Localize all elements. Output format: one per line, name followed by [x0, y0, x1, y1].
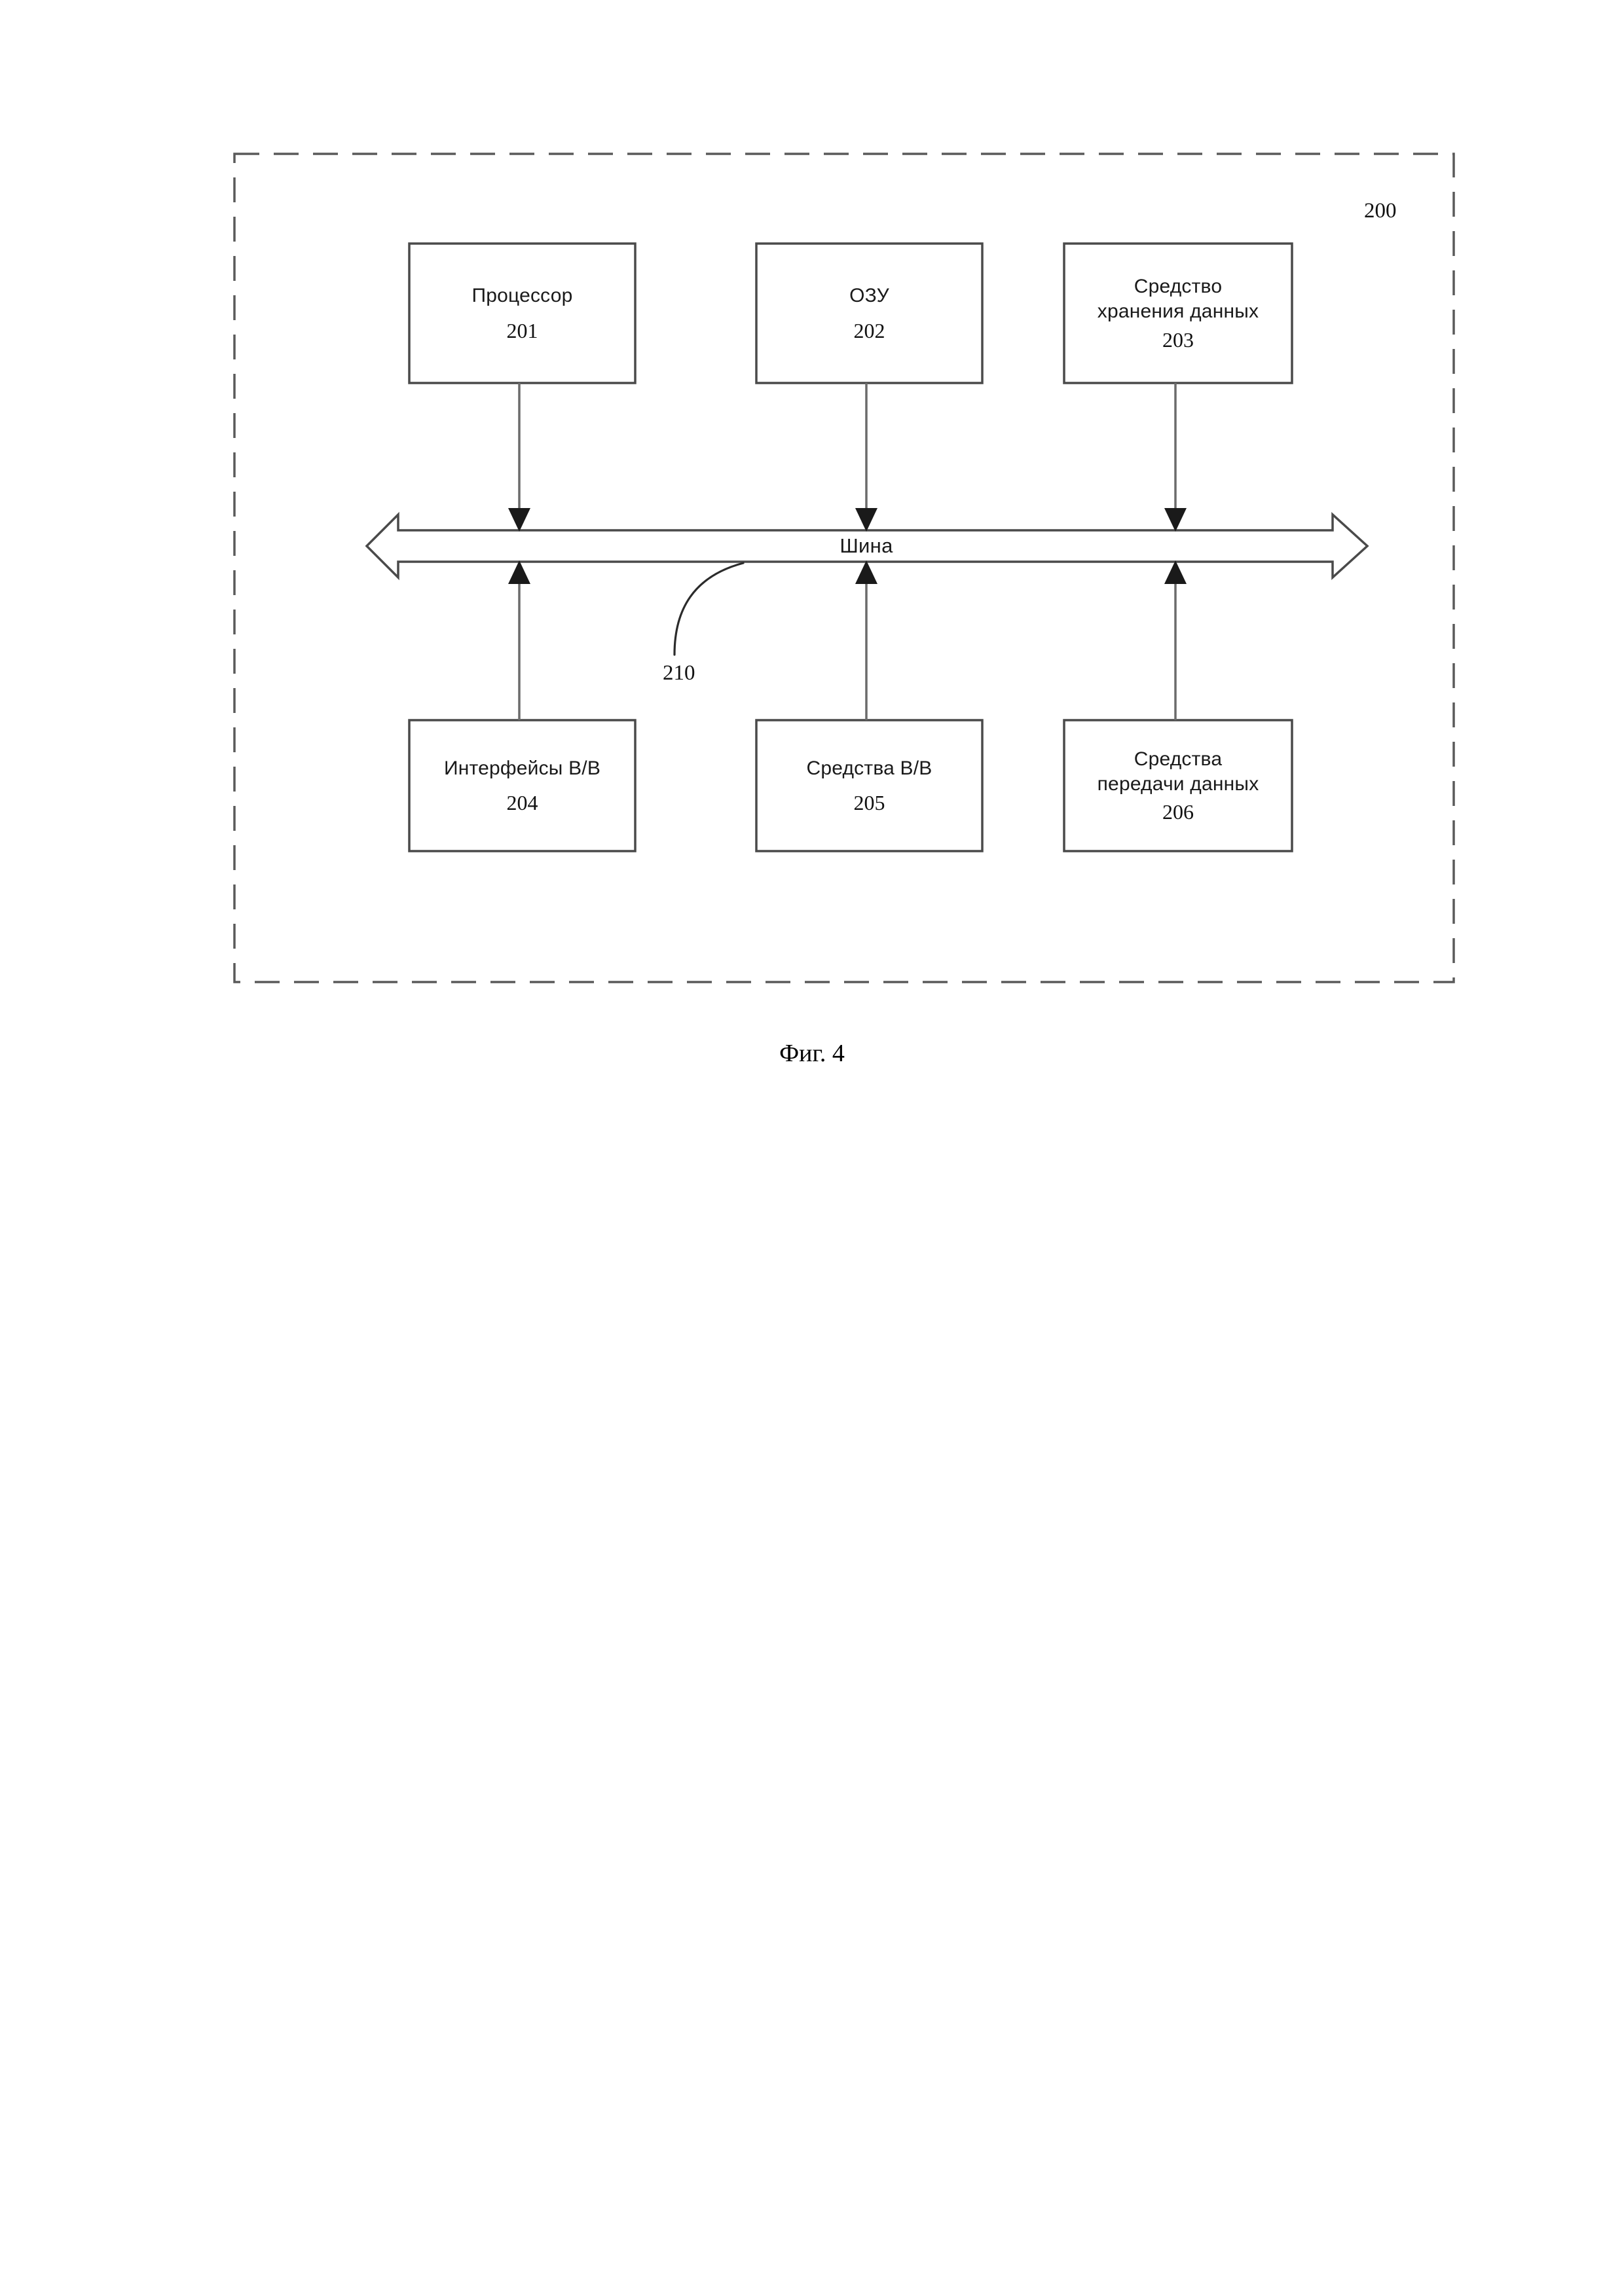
node-label-data-storage: Средство хранения данных [1097, 276, 1259, 322]
node-label-processor: Процессор [471, 285, 573, 307]
node-ref-io-interfaces: 204 [506, 791, 538, 815]
figure-caption: Фиг. 4 [779, 1040, 845, 1067]
system-ref-label: 200 [1364, 199, 1397, 223]
node-data-transfer: Средства передачи данных 206 [1064, 720, 1292, 851]
arrowhead-down-processor [508, 508, 530, 532]
arrowhead-up-data-transfer [1164, 560, 1187, 584]
node-ref-data-storage: 203 [1162, 327, 1194, 352]
arrowhead-up-io-means [855, 560, 877, 584]
node-ref-processor: 201 [506, 318, 538, 342]
node-rect-processor [408, 242, 637, 384]
system-boundary-dashed-rect [233, 153, 1455, 983]
node-label-io-interfaces: Интерфейсы В/В [443, 757, 601, 779]
node-data-storage: Средство хранения данных 203 [1064, 244, 1292, 383]
node-io-means: Средства В/В 205 [756, 720, 982, 851]
node-ref-io-means: 205 [853, 791, 885, 815]
node-rect-io-interfaces [408, 719, 637, 852]
node-ref-data-transfer: 206 [1162, 800, 1194, 824]
arrowhead-up-io-interfaces [508, 560, 530, 584]
node-ram: ОЗУ 202 [756, 244, 982, 383]
arrowhead-down-ram [855, 508, 877, 532]
bus-arrow-shape [365, 511, 1369, 581]
bus-connectors-bottom [508, 560, 1187, 720]
node-ref-ram: 202 [853, 318, 885, 342]
node-rect-data-storage [1063, 242, 1293, 384]
node-io-interfaces: Интерфейсы В/В 204 [409, 720, 635, 851]
node-rect-data-transfer [1063, 719, 1293, 852]
node-processor: Процессор 201 [409, 244, 635, 383]
node-label-data-transfer: Средства передачи данных [1097, 748, 1259, 795]
node-label-ram: ОЗУ [849, 285, 889, 307]
bus-connectors-top [508, 383, 1187, 532]
node-rect-ram [755, 242, 984, 384]
arrowhead-down-data-storage [1164, 508, 1187, 532]
node-label-io-means: Средства В/В [806, 757, 932, 779]
bus-label: Шина [840, 534, 893, 557]
callout-ref-bus: 210 [663, 661, 695, 685]
node-rect-io-means [755, 719, 984, 852]
callout-leader-line-bus [673, 562, 745, 656]
